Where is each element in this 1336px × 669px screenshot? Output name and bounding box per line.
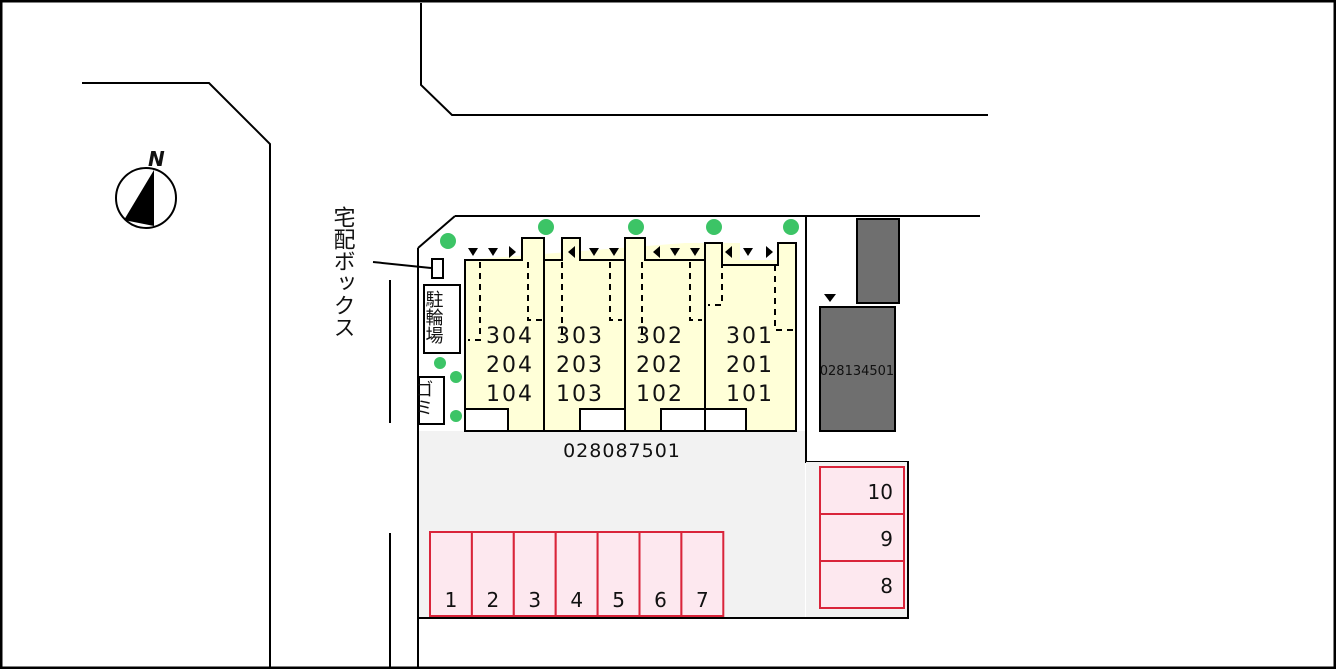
room-number: 204 xyxy=(486,353,534,378)
room-number: 203 xyxy=(556,353,604,378)
parking-row-bottom: 1 2 3 4 5 6 7 xyxy=(429,531,725,617)
entrance-markers xyxy=(468,246,836,302)
trees xyxy=(434,219,799,422)
parking-space: 6 xyxy=(638,531,683,617)
tree-icon xyxy=(538,219,554,235)
parking-space: 9 xyxy=(819,513,905,562)
room-number: 302 xyxy=(636,324,684,349)
parking-space-number: 8 xyxy=(880,574,893,598)
parking-space: 4 xyxy=(554,531,599,617)
tree-icon xyxy=(783,219,799,235)
room-number: 303 xyxy=(556,324,604,349)
parking-space-number: 5 xyxy=(612,588,625,612)
road-north-edge xyxy=(420,3,988,116)
tree-icon xyxy=(450,410,462,422)
main-building: 304 204 104 303 203 103 302 202 102 301 201 101 028… xyxy=(464,237,836,462)
property-lot xyxy=(417,215,980,669)
room-number: 101 xyxy=(726,382,774,407)
room-number: 102 xyxy=(636,382,684,407)
parking-space-number: 6 xyxy=(654,588,667,612)
road-west-edge xyxy=(82,82,271,669)
parking-space-number: 7 xyxy=(696,588,709,612)
delivery-box: 宅配ボックス xyxy=(330,206,444,338)
room-number: 202 xyxy=(636,353,684,378)
parking-space-number: 1 xyxy=(445,588,458,612)
roads xyxy=(82,3,988,669)
garbage-station: ゴミ xyxy=(413,376,445,425)
side-building-id: 028134501 xyxy=(820,364,894,379)
tree-icon xyxy=(628,219,644,235)
tree-icon xyxy=(434,357,446,369)
tree-icon xyxy=(450,371,462,383)
north-label: N xyxy=(148,147,165,171)
room-number: 304 xyxy=(486,324,534,349)
bicycle-parking: 駐輪場 xyxy=(423,284,461,354)
side-building: 028134501 xyxy=(819,218,900,432)
room-number: 104 xyxy=(486,382,534,407)
main-building-id: 028087501 xyxy=(563,440,681,462)
parking-space-number: 10 xyxy=(868,480,893,504)
north-compass: N xyxy=(115,147,177,229)
delivery-box-label: 宅配ボックス xyxy=(330,206,355,338)
parking-space: 1 xyxy=(429,531,473,617)
parking-space: 3 xyxy=(512,531,557,617)
parking-space: 2 xyxy=(470,531,515,617)
parking-space-number: 4 xyxy=(570,588,583,612)
tree-icon xyxy=(706,219,722,235)
parking-space-number: 9 xyxy=(880,527,893,551)
parking-space: 5 xyxy=(596,531,641,617)
garbage-label: ゴミ xyxy=(413,380,434,416)
tree-icon xyxy=(440,233,456,249)
room-number: 201 xyxy=(726,353,774,378)
parking-space: 8 xyxy=(819,560,905,609)
room-numbers: 304 204 104 303 203 103 302 202 102 301 201 101 xyxy=(486,324,774,407)
room-number: 103 xyxy=(556,382,604,407)
parking-space: 7 xyxy=(680,531,725,617)
room-number: 301 xyxy=(726,324,774,349)
bicycle-parking-label: 駐輪場 xyxy=(423,290,444,345)
parking-space-number: 2 xyxy=(487,588,500,612)
parking-space-number: 3 xyxy=(528,588,541,612)
parking-space: 10 xyxy=(819,466,905,515)
parking-row-right: 10 9 8 xyxy=(819,466,905,609)
north-arrow-icon xyxy=(124,170,154,226)
